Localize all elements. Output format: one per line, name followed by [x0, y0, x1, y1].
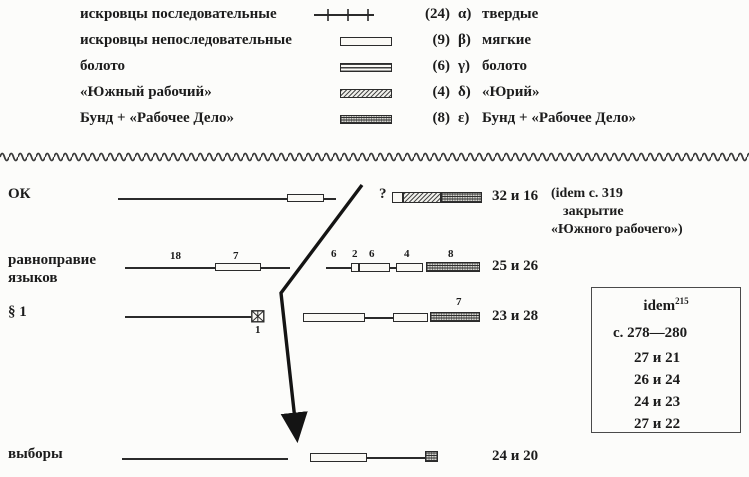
par1-crossed-box	[251, 310, 265, 323]
ravnopravie-number-7: 7	[233, 250, 239, 262]
white-bar-symbol	[340, 37, 392, 46]
side-box-pages: c. 278—280	[613, 325, 688, 341]
par1-number-1: 1	[255, 324, 261, 336]
vybory-dense-box	[425, 451, 438, 462]
vybory-lead-line	[122, 458, 288, 460]
par1-connector-line	[365, 317, 393, 319]
ravnopravie-number-8: 8	[448, 248, 454, 260]
idem-superscript: 215	[675, 296, 689, 306]
row-ok-label: ОК	[8, 186, 31, 202]
row-ravnopravie-label-line1: равноправие	[8, 252, 96, 268]
ravnopravie-white-bar-right	[396, 263, 423, 272]
ok-note-line1: (idem c. 319	[551, 186, 623, 201]
row-vybory-result: 24 и 20	[492, 448, 539, 464]
legend-name-2: мягкие	[482, 32, 532, 48]
legend-count-4: (4)	[432, 84, 451, 100]
legend-label-5: Бунд + «Рабочее Дело»	[80, 110, 234, 126]
hatched-bar-symbol	[340, 89, 392, 98]
side-box-votes-2: 26 и 24	[634, 372, 681, 388]
row-par1-result: 23 и 28	[492, 308, 539, 324]
ok-note-line2: закрытие	[563, 204, 624, 219]
legend-count-5: (8)	[432, 110, 451, 126]
ravnopravie-right-line	[326, 267, 351, 269]
ravnopravie-number-18: 18	[170, 250, 181, 262]
ravnopravie-dense-bar	[426, 262, 480, 272]
ravnopravie-number-6a: 6	[331, 248, 337, 260]
row-par1-label: § 1	[8, 304, 27, 320]
legend-label-2: искровцы непоследовательные	[80, 32, 292, 48]
legend-count-2: (9)	[432, 32, 451, 48]
legend-name-4: «Юрий»	[482, 84, 540, 100]
row-ok-result: 32 и 16	[492, 188, 539, 204]
ok-dense-bar	[441, 192, 482, 203]
row-ravnopravie-result: 25 и 26	[492, 258, 539, 274]
legend-greek-5: ε)	[458, 110, 470, 126]
par1-lead-line	[125, 316, 251, 318]
ok-question-mark: ?	[379, 186, 387, 202]
ravnopravie-white-bar-left	[215, 263, 261, 271]
ravnopravie-number-6b: 6	[369, 248, 375, 260]
legend-label-3: болото	[80, 58, 125, 74]
wavy-divider	[0, 149, 749, 165]
ok-tail-line	[324, 198, 336, 200]
ok-lead-line	[118, 198, 287, 200]
striped-bar-symbol	[340, 63, 392, 72]
side-box-votes-3: 24 и 23	[634, 394, 681, 410]
vybory-white-bar	[310, 453, 367, 462]
tick-line-symbol	[314, 9, 374, 21]
legend-count-3: (6)	[432, 58, 451, 74]
ravnopravie-lead-line	[125, 267, 215, 269]
side-box-idem: idem215	[591, 296, 741, 315]
ok-hatched-bar	[403, 192, 441, 203]
legend-name-1: твердые	[482, 6, 539, 22]
ravnopravie-tiny-bar	[351, 263, 359, 272]
legend-count-1: (24)	[425, 6, 450, 22]
legend-greek-3: γ)	[458, 58, 471, 74]
dense-bar-symbol	[340, 115, 392, 124]
ok-small-white-box	[392, 192, 403, 203]
ravnopravie-number-4: 4	[404, 248, 410, 260]
par1-dense-bar	[430, 312, 480, 322]
legend-greek-4: δ)	[458, 84, 471, 100]
par1-white-bar-short	[393, 313, 428, 322]
ok-note-line3: «Южного рабочего»)	[551, 222, 683, 237]
par1-number-7: 7	[456, 296, 462, 308]
row-vybory-label: выборы	[8, 446, 63, 462]
vybory-connector-line	[367, 457, 425, 459]
idem-text: idem	[643, 298, 676, 314]
legend-name-5: Бунд + «Рабочее Дело»	[482, 110, 636, 126]
ravnopravie-white-bar-mid	[359, 263, 390, 272]
legend-label-1: искровцы последовательные	[80, 6, 277, 22]
legend-name-3: болото	[482, 58, 527, 74]
ravnopravie-mid-line	[261, 267, 290, 269]
ok-white-bar	[287, 194, 324, 202]
side-box-votes-1: 27 и 21	[634, 350, 681, 366]
ravnopravie-connector-line	[390, 267, 396, 269]
side-reference-box	[591, 287, 741, 433]
par1-white-bar-long	[303, 313, 365, 322]
legend-greek-2: β)	[458, 32, 471, 48]
ravnopravie-number-2: 2	[352, 248, 358, 260]
side-box-votes-4: 27 и 22	[634, 416, 681, 432]
legend-label-4: «Южный рабочий»	[80, 84, 212, 100]
legend-greek-1: α)	[458, 6, 472, 22]
row-ravnopravie-label-line2: языков	[8, 270, 58, 286]
